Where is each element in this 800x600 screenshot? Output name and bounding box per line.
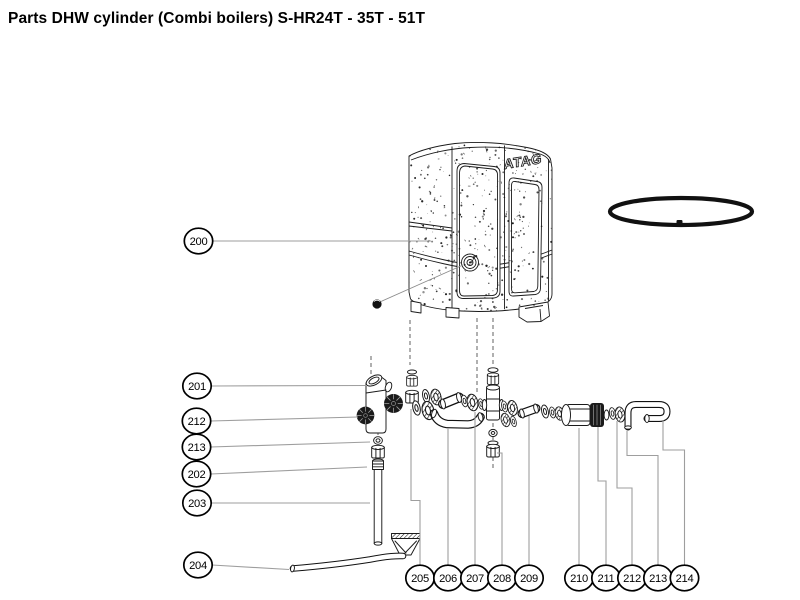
svg-text:207: 207 [466, 573, 484, 585]
svg-text:210: 210 [570, 573, 588, 585]
svg-text:202: 202 [188, 469, 206, 481]
svg-text:212: 212 [188, 416, 206, 428]
inlet-valve-assembly [289, 374, 421, 573]
callout-213-bottom: 213 [642, 564, 674, 592]
callout-balloons: 200 201 212 213 202 203 [181, 227, 700, 592]
callout-200: 200 [183, 227, 214, 255]
fitting-row-assembly [405, 367, 671, 458]
brand-logo-text: ATAG [504, 151, 542, 172]
svg-text:205: 205 [411, 573, 429, 585]
callout-201: 201 [181, 372, 213, 400]
svg-text:201: 201 [188, 381, 206, 393]
callout-208: 208 [486, 564, 518, 592]
dhw-cylinder-drawing [408, 141, 553, 323]
svg-text:206: 206 [439, 573, 457, 585]
o-ring-gasket [607, 195, 755, 228]
callout-212-left: 212 [181, 407, 212, 435]
callout-205: 205 [404, 564, 436, 592]
svg-text:209: 209 [520, 573, 538, 585]
callout-204: 204 [182, 551, 214, 579]
svg-text:214: 214 [676, 573, 694, 585]
callout-202: 202 [181, 460, 212, 488]
svg-text:212: 212 [623, 573, 641, 585]
grommet-ball [372, 264, 464, 309]
svg-text:211: 211 [598, 573, 615, 585]
svg-text:203: 203 [188, 498, 206, 510]
svg-text:208: 208 [493, 573, 511, 585]
callout-211: 211 [590, 564, 622, 592]
svg-text:213: 213 [649, 573, 667, 585]
svg-text:204: 204 [189, 560, 207, 572]
callout-207: 207 [459, 564, 491, 592]
callout-213-left: 213 [181, 433, 212, 461]
page-title: Parts DHW cylinder (Combi boilers) S-HR2… [8, 10, 426, 27]
svg-text:200: 200 [190, 236, 208, 248]
leader-lines [210, 240, 686, 571]
svg-text:213: 213 [188, 442, 206, 454]
callout-206: 206 [432, 564, 464, 592]
callout-214: 214 [669, 564, 700, 592]
callout-212-bottom: 212 [616, 564, 648, 592]
callout-209: 209 [513, 564, 545, 592]
callout-203: 203 [181, 489, 213, 517]
callout-210: 210 [563, 564, 595, 592]
